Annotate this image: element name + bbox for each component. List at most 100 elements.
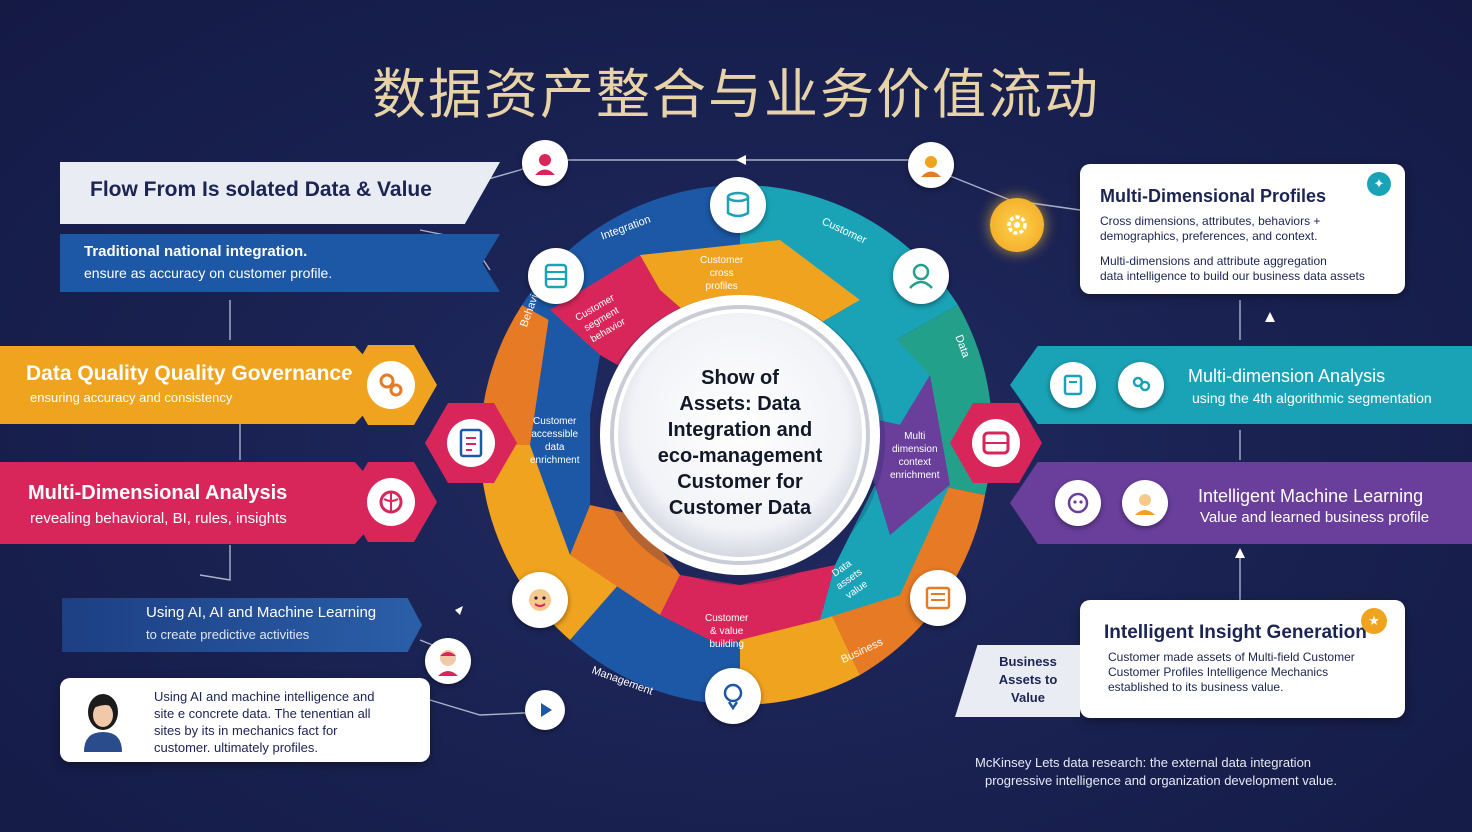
node-lower-right [910, 570, 966, 626]
inner-label-line: enrichment [530, 455, 580, 466]
right-panel-title: Intelligent Machine Learning [1198, 486, 1424, 506]
hub-text: Show of Assets: Data Integration and eco… [640, 365, 840, 521]
right-panel-subtitle: using the 4th algorithmic segmentation [1192, 390, 1432, 406]
user-icon [535, 154, 555, 175]
document-icon [459, 428, 483, 458]
left-panel-title: Data Quality Quality Governance [26, 362, 353, 385]
inner-label-line: profiles [705, 281, 738, 292]
insight-line: established to its business value. [1108, 680, 1284, 694]
outer-segment-orange-left [480, 445, 620, 640]
lightbulb-icon: ★ [1361, 608, 1387, 634]
page-title: 数据资产整合与业务价值流动 [372, 63, 1100, 126]
right-panel-intelligent-machine-learning: Intelligent Machine Learning Value and l… [1010, 462, 1472, 544]
arrow-left-5 [455, 606, 463, 615]
inner-label-line: enrichment [890, 470, 940, 481]
left-panel-subtitle: ensure as accuracy on customer profile. [84, 265, 333, 281]
connector-left-4 [199, 545, 231, 581]
node-bottom-left [425, 638, 471, 684]
footnote-line: McKinsey Lets data research: the externa… [975, 755, 1312, 770]
arrow-top [736, 155, 746, 165]
outer-segment-blue-bottom [570, 583, 740, 705]
node-upper-right [893, 248, 949, 304]
hex-document [425, 403, 517, 483]
footnote: McKinsey Lets data research: the externa… [975, 754, 1415, 790]
right-panel-subtitle: Value and learned business profile [1200, 509, 1430, 526]
play-icon [541, 703, 552, 717]
right-panel-intelligent-insight-generation: Intelligent Insight Generation ★ Custome… [1080, 600, 1405, 718]
inner-segment-purple-right [855, 375, 950, 535]
right-panel-title: Multi-Dimensional Profiles [1100, 186, 1327, 206]
inner-label-line: Customer [705, 613, 749, 624]
inner-label-line: building [709, 639, 744, 650]
customer-icon [909, 263, 933, 289]
brain-icon [379, 490, 403, 514]
server-icon [544, 263, 568, 289]
left-panel-ai-intelligence-note: Using AI and machine intelligence and si… [60, 678, 430, 762]
inner-label-line: Customer [533, 416, 577, 427]
inner-label-line: data [545, 442, 565, 453]
gears-icon [379, 373, 403, 397]
node-top-right [908, 142, 954, 188]
hub-inner-ring [610, 305, 870, 565]
node-right-analysis-a [1050, 362, 1096, 408]
inner-label: Customer & value building [705, 612, 748, 651]
node-lower-left [512, 572, 568, 628]
node-top-center [710, 177, 766, 233]
hub-line: Integration and [667, 419, 813, 441]
note-line: site e concrete data. The tenentian all [154, 706, 371, 721]
profile-line: data intelligence to build our business … [1100, 269, 1365, 283]
left-panel-data-quality: Data Quality Quality Governance ensuring… [0, 346, 392, 424]
right-panel-multi-dimensional-profiles: Multi-Dimensional Profiles ✦ Cross dimen… [1080, 164, 1405, 294]
inner-label-line: cross [709, 268, 734, 279]
node-right-analysis-b [1118, 362, 1164, 408]
hub-core [618, 313, 862, 557]
note-line: Using AI and machine intelligence and [154, 689, 375, 704]
face-icon [529, 589, 551, 611]
business-value-line: Assets to [998, 672, 1058, 687]
inner-label-line: accessible [531, 429, 579, 440]
inner-label-line: Multi [904, 431, 926, 442]
hub-line: Show of [701, 367, 779, 389]
gear-icon [1007, 215, 1027, 235]
note-line: customer. ultimately profiles. [154, 740, 319, 755]
node-bottom-small [525, 690, 565, 730]
report-icon [925, 586, 951, 610]
database-icon [726, 191, 750, 218]
left-panel-title: Using AI, AI and Machine Learning [146, 604, 377, 621]
inner-segment-blue-left [530, 310, 600, 555]
outer-segment-teal [740, 185, 958, 343]
info-icon: ✦ [1367, 172, 1391, 196]
arrow-right-1 [1265, 312, 1275, 322]
left-panel-ai-machine-learning: Using AI, AI and Machine Learning to cre… [62, 598, 422, 652]
insight-line: Customer made assets of Multi-field Cust… [1108, 650, 1355, 664]
left-panel-title: Multi-Dimensional Analysis [28, 482, 288, 504]
left-panel-subtitle: to create predictive activities [146, 627, 310, 642]
hub-line: eco-management [657, 445, 823, 467]
gear-badge [990, 198, 1044, 252]
profile-line: Multi-dimensions and attribute aggregati… [1100, 254, 1327, 268]
people-icon [1132, 376, 1151, 392]
inner-segment-teal-lower-right [820, 485, 950, 620]
left-panel-subtitle: ensuring accuracy and consistency [30, 390, 233, 405]
insight-line: Customer Profiles Intelligence Mechanics [1108, 665, 1329, 679]
inner-segment-magenta-bottom [660, 565, 835, 645]
right-panel-multi-dimension-analysis: Multi-dimension Analysis using the 4th a… [1010, 346, 1472, 424]
inner-label: Customer cross profiles [700, 254, 743, 293]
person-avatar-icon [84, 694, 122, 752]
profile-line: Cross dimensions, attributes, behaviors … [1100, 214, 1321, 228]
right-panel-title: Intelligent Insight Generation [1104, 622, 1367, 643]
person-icon [921, 156, 941, 177]
central-wheel [480, 185, 993, 705]
left-panel-subtitle: revealing behavioral, BI, rules, insight… [30, 510, 287, 527]
business-value-tag: Business Assets to Value [955, 645, 1080, 717]
inner-segment-orange-bottom-left [570, 505, 680, 615]
inner-label-line: dimension [891, 444, 938, 455]
user-profile-icon [1135, 494, 1155, 515]
right-panel-title: Multi-dimension Analysis [1188, 366, 1386, 386]
node-upper-left [528, 248, 584, 304]
hub-line: Customer Data [668, 497, 812, 519]
node-right-ml-a [1055, 480, 1101, 526]
elder-person-icon [438, 650, 458, 676]
inner-label-line: Customer [700, 255, 744, 266]
